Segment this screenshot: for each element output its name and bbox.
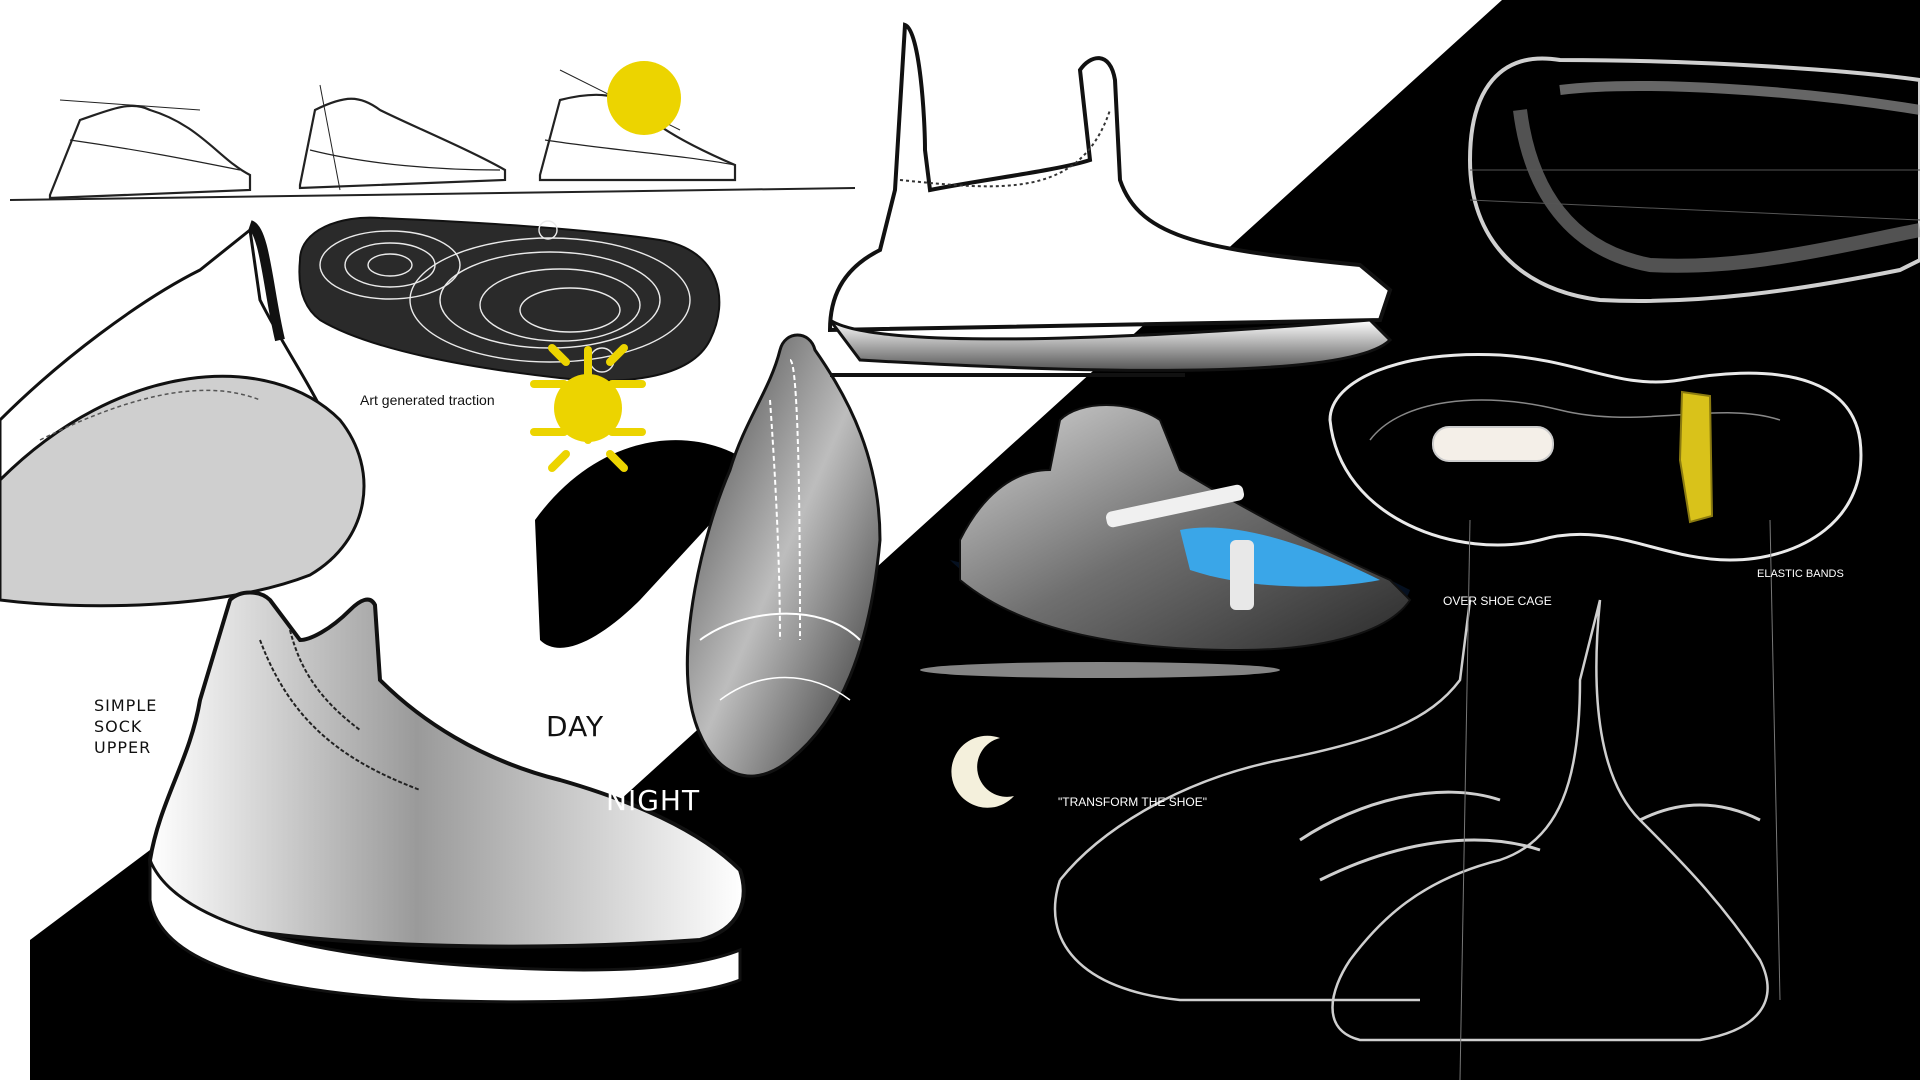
over-shoe-cage-render [920, 404, 1412, 678]
sun-icon [530, 344, 646, 472]
over-shoe-cage-label: OVER SHOE CAGE [1443, 594, 1552, 608]
traction-label: Art generated traction [360, 392, 495, 408]
translucent-sole-render [1467, 56, 1920, 303]
elastic-bands-label: ELASTIC BANDS [1757, 568, 1844, 580]
sock-upper-line-3: UPPER [94, 738, 152, 757]
sock-upper-line-2: SOCK [94, 717, 143, 736]
moon-icon [951, 735, 1014, 808]
transform-quote-label: "TRANSFORM THE SHOE" [1058, 795, 1207, 809]
sun-disc-icon [607, 61, 681, 135]
thumbnail-sketches [9, 69, 856, 201]
sole-outline-with-bands [1328, 352, 1863, 562]
day-label: DAY [546, 710, 605, 743]
front-shoe-render [147, 590, 746, 1004]
foot-sketches [1053, 519, 1781, 1080]
angled-shoe-sketch [0, 220, 366, 608]
side-view-shoe-render [827, 22, 1393, 372]
night-label: NIGHT [606, 784, 701, 817]
top-view-shoe [685, 333, 882, 778]
sock-upper-line-1: SIMPLE [94, 696, 158, 715]
sock-upper-label: SIMPLE SOCK UPPER [94, 695, 157, 758]
night-shadow-middle [535, 440, 760, 648]
traction-outsole [298, 216, 721, 382]
